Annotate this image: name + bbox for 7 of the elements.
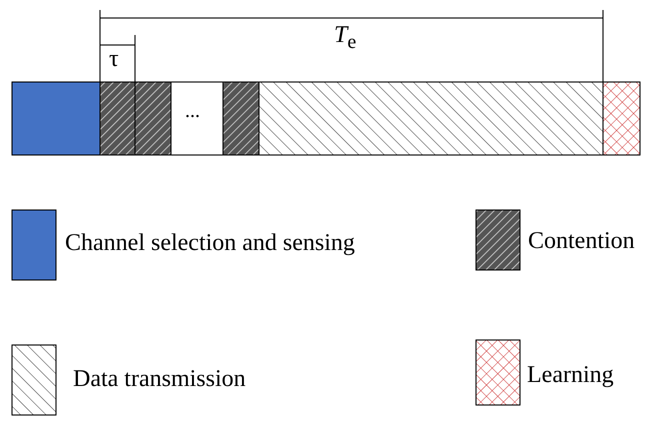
legend-label: Channel selection and sensing — [65, 230, 355, 257]
legend-label: Contention — [528, 228, 635, 255]
ellipsis-text: ... — [185, 100, 200, 123]
legend-label: Data transmission — [73, 366, 246, 393]
dimension-label: τ — [109, 46, 119, 73]
legend-label: Learning — [527, 362, 614, 389]
dimension-label: T$_{e}$ — [334, 22, 356, 54]
